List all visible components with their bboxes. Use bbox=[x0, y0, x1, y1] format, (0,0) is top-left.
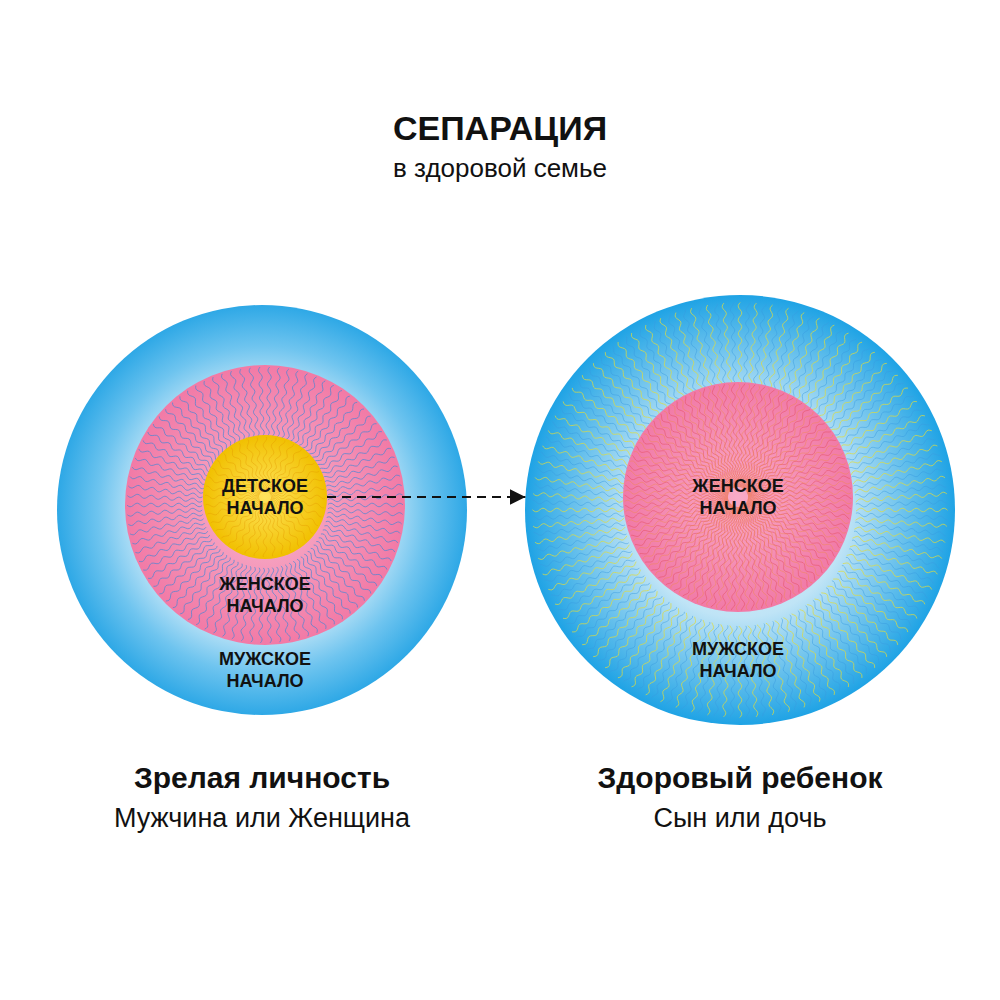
circle-node: МУЖСКОЕ НАЧАЛОЗдоровый ребенокСын или до… bbox=[525, 295, 955, 725]
diagram-title: СЕПАРАЦИЯ bbox=[393, 109, 607, 148]
circle-fill bbox=[57, 305, 467, 715]
circle-shape bbox=[623, 382, 853, 612]
region-label: ЖЕНСКОЕ НАЧАЛО bbox=[692, 475, 783, 519]
circle-shape bbox=[203, 435, 327, 559]
caption-heading: Здоровый ребенок bbox=[598, 761, 883, 795]
wavy-rays bbox=[625, 384, 852, 611]
circle-fill bbox=[525, 295, 955, 725]
region-label: ДЕТСКОЕ НАЧАЛО bbox=[222, 475, 308, 519]
wavy-rays bbox=[533, 303, 948, 718]
dashed-arrow bbox=[327, 496, 525, 498]
circle-node: ЖЕНСКОЕ НАЧАЛО ДЕТСКОЕ НАЧАЛО bbox=[125, 365, 405, 645]
circle-node: ДЕТСКОЕ НАЧАЛО bbox=[203, 435, 327, 559]
wavy-rays bbox=[533, 303, 948, 718]
circle-node: ЖЕНСКОЕ НАЧАЛО bbox=[623, 382, 853, 612]
subtitle: в здоровой семье bbox=[393, 153, 607, 184]
circle-fill bbox=[623, 382, 853, 612]
circle-fill bbox=[125, 365, 405, 645]
wavy-rays bbox=[205, 437, 325, 557]
region-label: ЖЕНСКОЕ НАЧАЛО bbox=[219, 573, 310, 617]
circle-node: МУЖСКОЕ НАЧАЛОЗрелая личностьМужчина или… bbox=[57, 305, 467, 715]
circle-fill bbox=[203, 435, 327, 559]
wavy-rays bbox=[625, 384, 852, 611]
caption-subheading: Сын или дочь bbox=[653, 803, 826, 834]
region-label: МУЖСКОЕ НАЧАЛО bbox=[219, 648, 311, 692]
caption-subheading: Мужчина или Женщина bbox=[114, 803, 410, 834]
region-label: МУЖСКОЕ НАЧАЛО bbox=[692, 638, 784, 682]
wavy-rays bbox=[127, 367, 403, 643]
caption-heading: Зрелая личность bbox=[134, 761, 390, 795]
